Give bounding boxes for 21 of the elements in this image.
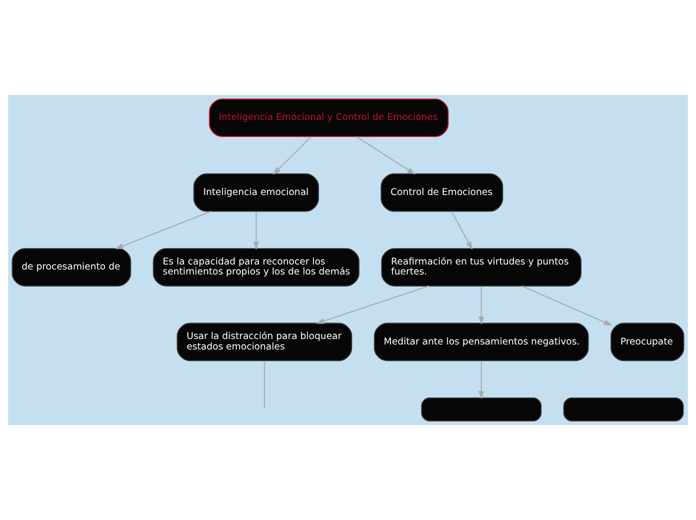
connector <box>264 360 265 408</box>
node-box: Preocupate <box>610 322 684 362</box>
node-box: Es la capacidad para reconocer los sentimientos propios y los de los demás <box>152 248 360 286</box>
node-box: Usar la distracción para bloquear estados emocionales <box>176 322 352 362</box>
arrow <box>522 286 612 326</box>
arrow <box>478 360 484 400</box>
arrow <box>253 212 260 250</box>
node-box <box>421 398 542 422</box>
arrow <box>115 210 212 250</box>
arrow <box>316 285 429 324</box>
node-box: Meditar ante los pensamientos negativos. <box>374 322 589 362</box>
node-box: Reafirmación en tus virtudes y puntos fuertes. <box>381 248 582 286</box>
node-box <box>563 398 684 422</box>
node-box: Inteligencia Emocional y Control de Emociones <box>208 98 449 138</box>
arrow <box>478 286 484 325</box>
arrow <box>451 211 472 250</box>
node-box: de procesamiento de <box>12 248 132 286</box>
arrow <box>272 136 312 175</box>
node-box: Inteligencia emocional <box>193 173 319 212</box>
arrow <box>356 136 416 175</box>
node-box: Control de Emociones <box>380 173 504 212</box>
